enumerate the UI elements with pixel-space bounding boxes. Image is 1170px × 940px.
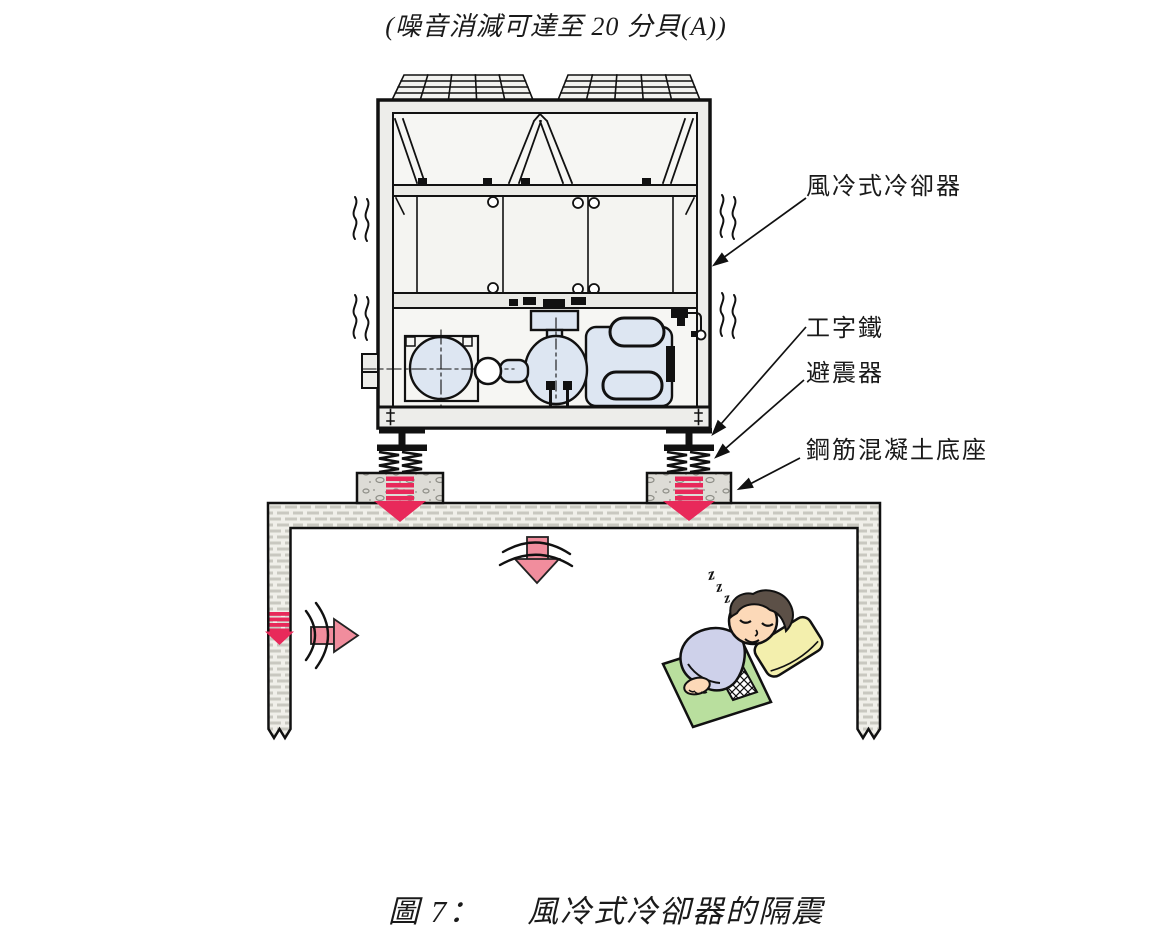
svg-text:z: z [722, 590, 732, 607]
noise-reduction-note: (噪音消減可達至 20 分貝(A)) [385, 12, 727, 41]
label-isolator: 避震器 [806, 361, 884, 387]
base-frame [376, 405, 712, 430]
pump-top-fitting [529, 309, 580, 332]
sleeping-person: z z z [661, 564, 824, 729]
vibration-arrow-block-right [663, 476, 715, 521]
compressor-tank-top [608, 316, 666, 348]
pump-handle-tab [498, 358, 530, 384]
leader-arrow-concrete-base [736, 457, 801, 491]
leader-arrow-chiller [711, 197, 807, 267]
pump-handle-ring [473, 356, 503, 386]
figure-caption: 圖 7： 風冷式冷卻器的隔震 [388, 886, 824, 931]
figure-number: 圖 7： [388, 894, 482, 929]
air-cooled-chiller [352, 74, 737, 430]
label-chiller: 風冷式冷卻器 [806, 174, 962, 200]
fan-grille-left [390, 74, 535, 101]
i-beam-left [377, 428, 427, 451]
compressor-fittings [666, 308, 707, 382]
pillow [753, 615, 824, 678]
panel-bay [392, 195, 698, 295]
vibration-arrow-ceiling [498, 536, 574, 585]
sleeping-face-features [739, 619, 774, 644]
leader-arrows [711, 197, 807, 491]
vibration-squiggles [352, 194, 737, 341]
hair [729, 589, 794, 634]
label-i-beam: 工字鐵 [806, 316, 884, 342]
equipment-bay [361, 307, 707, 421]
zzz-sleep-symbols: z z z [705, 564, 731, 607]
vibration-arrow-wall-left [265, 612, 294, 645]
i-beam-right [664, 428, 714, 451]
svg-text:z: z [714, 578, 725, 596]
fan-grille-right [556, 74, 702, 101]
svg-text:z: z [705, 564, 716, 584]
spring-isolators-left [378, 450, 423, 474]
wave-arcs-right [304, 601, 330, 670]
leader-arrow-i-beam [711, 326, 807, 436]
spring-isolators-right [666, 450, 711, 474]
floor-slab-and-walls [266, 501, 882, 741]
label-concrete-base: 鋼筋混凝土底座 [806, 438, 988, 464]
leader-arrow-isolator [714, 379, 805, 459]
vibration-arrow-block-left [374, 476, 426, 522]
vibration-arrow-wall-horizontal [304, 601, 360, 670]
figure-title: 風冷式冷卻器的隔震 [527, 894, 825, 929]
compressor-tank-bottom [601, 370, 664, 401]
slab-wall-outline [266, 501, 882, 741]
truss-bay [392, 112, 698, 186]
wave-arcs-down [498, 541, 574, 568]
